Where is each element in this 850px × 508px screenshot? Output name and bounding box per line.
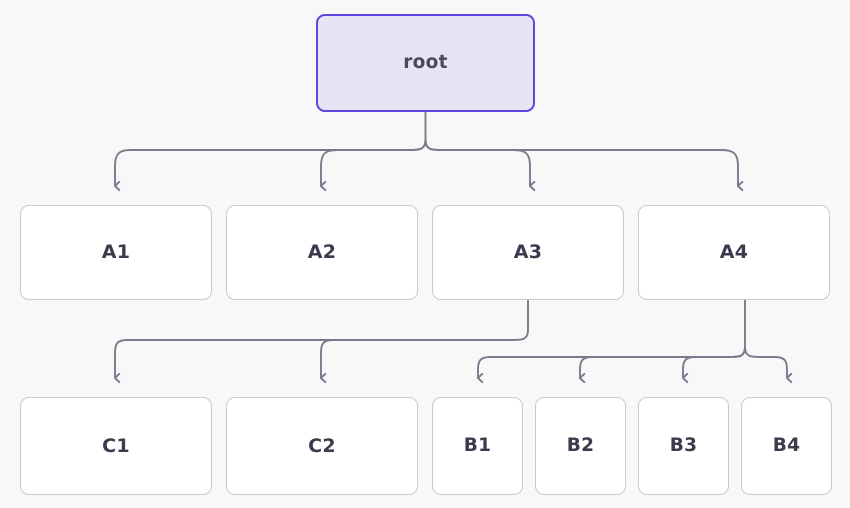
node-a2-label: A2 — [307, 241, 337, 263]
node-c2[interactable]: C2 — [226, 397, 418, 495]
edge-A3-stem — [511, 299, 529, 341]
node-b4-label: B4 — [772, 434, 801, 456]
node-b3-label: B3 — [669, 434, 698, 456]
edge-A4-B3 — [681, 346, 746, 384]
edge-root-A3 — [424, 139, 536, 192]
edge-A4-B4 — [744, 346, 793, 384]
node-a2[interactable]: A2 — [226, 205, 418, 300]
node-c2-label: C2 — [308, 434, 336, 457]
node-root[interactable]: root — [316, 14, 535, 112]
edge-root-A1 — [113, 139, 427, 192]
node-b4[interactable]: B4 — [741, 397, 832, 495]
node-a3[interactable]: A3 — [432, 205, 624, 300]
node-a1[interactable]: A1 — [20, 205, 212, 300]
node-b2-label: B2 — [566, 434, 595, 456]
node-b1-label: B1 — [463, 434, 492, 456]
node-a1-label: A1 — [101, 241, 131, 263]
edge-A4-B2 — [578, 346, 746, 384]
node-a3-label: A3 — [513, 241, 543, 263]
node-a4-label: A4 — [719, 241, 749, 263]
edge-root-A4 — [424, 139, 744, 192]
node-b2[interactable]: B2 — [535, 397, 626, 495]
edge-A4-B1 — [476, 346, 746, 384]
node-c1-label: C1 — [102, 434, 130, 457]
edge-A3-C1 — [113, 339, 513, 384]
edge-root-A2 — [319, 139, 427, 192]
node-c1[interactable]: C1 — [20, 397, 212, 495]
node-b3[interactable]: B3 — [638, 397, 729, 495]
node-root-label: root — [403, 51, 448, 73]
edge-A3-C2 — [319, 339, 513, 384]
node-a4[interactable]: A4 — [638, 205, 830, 300]
node-b1[interactable]: B1 — [432, 397, 523, 495]
